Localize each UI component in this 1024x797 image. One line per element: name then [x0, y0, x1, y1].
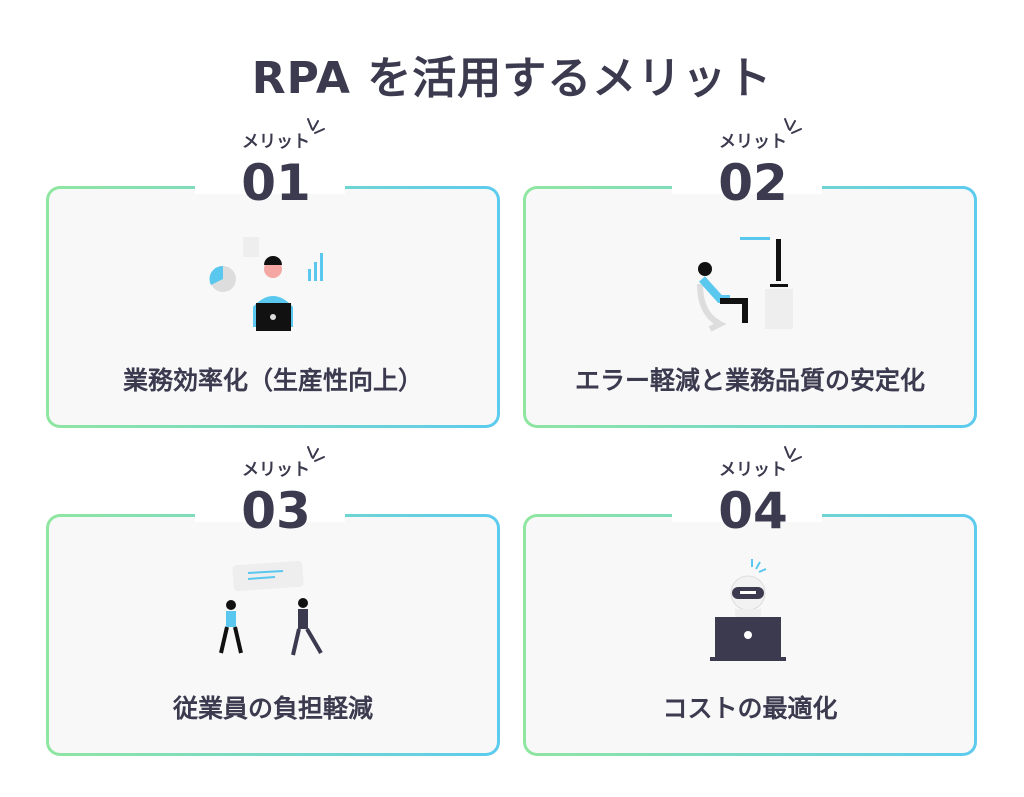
- merit-number: 04: [718, 482, 788, 540]
- merit-card-2: メリット 02 エラー軽減と業務品質の安定化: [523, 118, 977, 428]
- merit-label: 従業員の負担軽減: [172, 694, 373, 723]
- merit-number: 02: [718, 154, 788, 212]
- merit-card-1: メリット 01 業務効率化（生産性向上）: [46, 118, 500, 428]
- celebrating-people-illustration: [219, 560, 323, 656]
- sparkle-icon: [784, 446, 802, 462]
- person-desk-illustration: [697, 237, 793, 332]
- merit-caption: メリット: [242, 132, 310, 152]
- sparkle-icon: [307, 446, 325, 462]
- sparkle-icon: [784, 118, 802, 134]
- sparkle-icon: [307, 118, 325, 134]
- merit-number: 03: [241, 482, 311, 540]
- merit-label: 業務効率化（生産性向上）: [122, 366, 423, 395]
- merit-caption: メリット: [719, 132, 787, 152]
- person-laptop-illustration: [209, 237, 323, 331]
- merit-caption: メリット: [719, 460, 787, 480]
- merit-card-3: メリット 03 従業員の負担軽減: [46, 446, 500, 756]
- robot-laptop-illustration: [710, 559, 786, 661]
- page-title: RPA を活用するメリット: [251, 53, 773, 104]
- merit-label: エラー軽減と業務品質の安定化: [574, 366, 925, 395]
- merit-card-4: メリット 04 コストの最適化: [523, 446, 977, 756]
- merit-caption: メリット: [242, 460, 310, 480]
- merit-label: コストの最適化: [662, 694, 838, 723]
- merit-number: 01: [241, 154, 311, 212]
